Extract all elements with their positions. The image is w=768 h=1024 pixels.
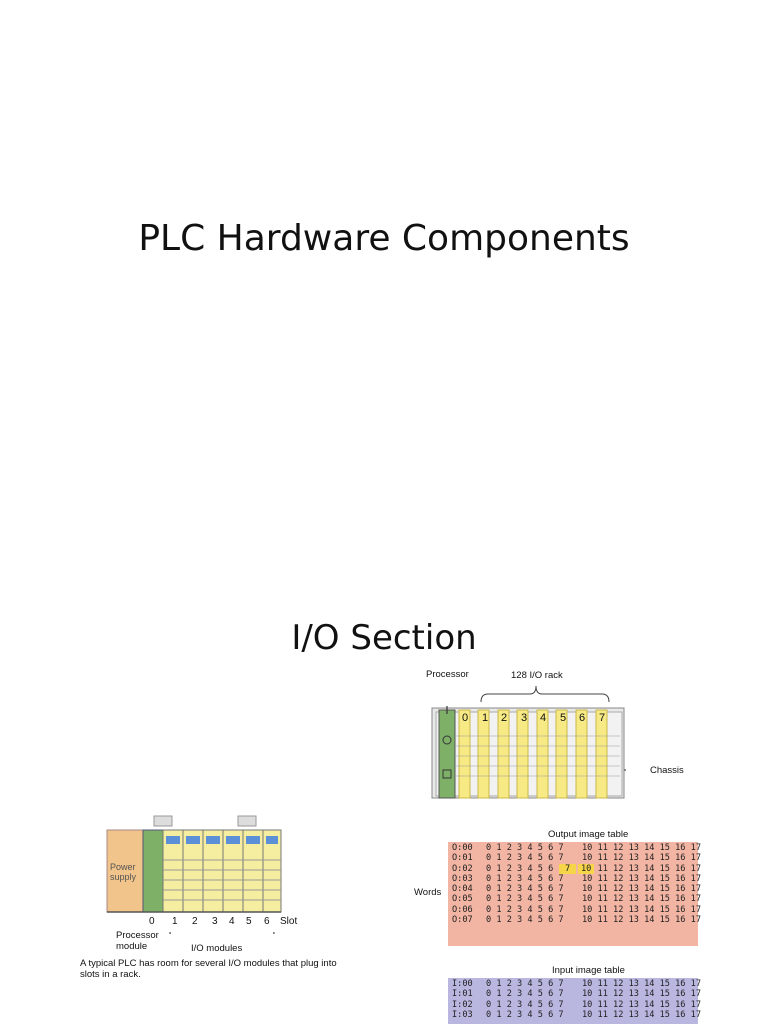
chassis-slot-number-4: 4 [540, 712, 547, 724]
chassis-label: Chassis [650, 765, 684, 776]
input-table-rows: I:00 0 1 2 3 4 5 6 7 10 11 12 13 14 15 16 … [452, 979, 701, 1020]
low-bits: 0 1 2 3 4 5 6 7 [486, 915, 564, 926]
low-bits: 0 1 2 3 4 5 6 7 [486, 853, 564, 864]
power-supply-label: Power supply [110, 862, 137, 882]
address-cell: I:00 [452, 979, 473, 989]
section-title: I/O Section [291, 618, 477, 658]
high-bits: 10 11 12 13 14 15 16 17 [582, 853, 701, 864]
input-table-title: Input image table [552, 965, 625, 976]
chassis-slot-number-0: 0 [462, 712, 469, 724]
address-cell: O:07 [452, 915, 473, 926]
slot-number-6: 6 [264, 916, 270, 927]
low-bits: 0 1 2 3 4 5 6 7 [486, 894, 564, 905]
chassis-slot-number-2: 2 [501, 712, 508, 724]
low-bits: 0 1 2 3 4 5 6 7 [486, 884, 564, 895]
high-bits: 10 11 12 13 14 15 16 17 [582, 884, 701, 895]
table-row: O:00 0 1 2 3 4 5 6 7 10 11 12 13 14 15 16 … [452, 843, 701, 853]
slot-number-1: 1 [172, 916, 178, 927]
high-bits: 10 11 12 13 14 15 16 17 [582, 894, 701, 905]
high-bits: 10 11 12 13 14 15 16 17 [582, 979, 701, 989]
low-bits: 0 1 2 3 4 5 6 7 [486, 843, 564, 853]
highlighted-bit-7: 7 [559, 863, 577, 874]
low-bits-text: 0 1 2 3 4 5 6 7 [486, 863, 564, 874]
address-cell: I:01 [452, 989, 473, 1000]
table-row: I:00 0 1 2 3 4 5 6 7 10 11 12 13 14 15 16 … [452, 979, 701, 989]
chassis-slots [458, 709, 608, 799]
chassis-figure [431, 685, 626, 799]
low-bits: 0 1 2 3 4 5 6 7 [486, 999, 564, 1010]
high-bits: 10 11 12 13 14 15 16 17 [582, 989, 701, 1000]
chassis-slot-number-1: 1 [482, 712, 489, 724]
slot-number-0: 0 [149, 916, 155, 927]
plc-rack-figure [106, 815, 282, 934]
low-bits: 0 1 2 3 4 5 6 7 [486, 989, 564, 1000]
slide-title: PLC Hardware Components [138, 218, 630, 259]
address-cell: O:03 [452, 873, 473, 884]
high-bits: 10 11 12 13 14 15 16 17 [582, 1009, 701, 1020]
low-bits: 0 1 2 3 4 5 6 7 [486, 904, 564, 915]
chassis-slot-number-6: 6 [579, 712, 586, 724]
output-table-title: Output image table [548, 829, 629, 840]
table-row: I:02 0 1 2 3 4 5 6 7 10 11 12 13 14 15 16 … [452, 1000, 701, 1010]
address-cell: O:06 [452, 904, 473, 915]
high-bits: 10 11 12 13 14 15 16 17 [582, 873, 701, 884]
table-row: O:06 0 1 2 3 4 5 6 7 10 11 12 13 14 15 16 … [452, 905, 701, 915]
address-cell: I:03 [452, 1009, 473, 1020]
table-row: O:01 0 1 2 3 4 5 6 7 10 11 12 13 14 15 16 … [452, 853, 701, 863]
address-cell: I:02 [452, 999, 473, 1010]
low-bits: 0 1 2 3 4 5 6 7 [486, 979, 564, 989]
slot-number-3: 3 [212, 916, 218, 927]
low-bits: 0 1 2 3 4 5 6 7 [486, 873, 564, 884]
io-modules-label: I/O modules [191, 943, 243, 954]
input-image-table [448, 978, 698, 1024]
processor-module-label: Processor module [116, 930, 159, 952]
output-table-rows: O:00 0 1 2 3 4 5 6 7 10 11 12 13 14 15 16 … [452, 843, 701, 925]
chassis-slot-number-5: 5 [560, 712, 567, 724]
address-cell: O:04 [452, 884, 473, 895]
slot-label: Slot [280, 916, 298, 927]
address-cell: O:05 [452, 894, 473, 905]
processor-module [142, 829, 164, 913]
output-image-table [448, 842, 698, 946]
address-cell: O:01 [452, 853, 473, 864]
address-cell: O:02 [452, 863, 473, 874]
words-label: Words [414, 887, 442, 898]
rack-size-label: 128 I/O rack [511, 670, 563, 681]
highlighted-bit-10: 10 [578, 863, 595, 874]
address-cell: O:00 [452, 843, 473, 853]
low-bits: 0 1 2 3 4 5 6 7 [486, 1009, 564, 1020]
io-modules [162, 829, 282, 913]
table-row: O:07 0 1 2 3 4 5 6 7 10 11 12 13 14 15 16 … [452, 915, 701, 925]
chassis-processor-label: Processor [426, 669, 469, 680]
chassis-slot-number-row: 0 1 2 3 4 5 6 7 [426, 712, 626, 726]
chassis-slot-number-3: 3 [521, 712, 528, 724]
table-row: O:03 0 1 2 3 4 5 6 7 10 11 12 13 14 15 16 … [452, 874, 701, 884]
slot-number-2: 2 [192, 916, 198, 927]
table-row: O:05 0 1 2 3 4 5 6 7 10 11 12 13 14 15 16 … [452, 894, 701, 904]
rack-caption: A typical PLC has room for several I/O m… [80, 958, 337, 980]
high-bits: 10 11 12 13 14 15 16 17 [582, 904, 701, 915]
table-row: I:01 0 1 2 3 4 5 6 7 10 11 12 13 14 15 16 … [452, 989, 701, 999]
high-bits-text: 10 11 12 13 14 15 16 17 [582, 863, 701, 874]
power-supply-module [106, 829, 144, 913]
table-row: I:03 0 1 2 3 4 5 6 7 10 11 12 13 14 15 16 … [452, 1010, 701, 1020]
high-bits: 10 11 12 13 14 15 16 17 [582, 915, 701, 926]
slot-number-row: 0 1 2 3 4 5 6 Slot [104, 916, 344, 930]
table-row: O:04 0 1 2 3 4 5 6 7 10 11 12 13 14 15 16 … [452, 884, 701, 894]
high-bits: 10 11 12 13 14 15 16 17 [582, 999, 701, 1010]
high-bits: 10 11 12 13 14 15 16 17 [582, 843, 701, 853]
slot-number-4: 4 [229, 916, 235, 927]
slot-number-5: 5 [246, 916, 252, 927]
chassis-slot-number-7: 7 [599, 712, 606, 724]
